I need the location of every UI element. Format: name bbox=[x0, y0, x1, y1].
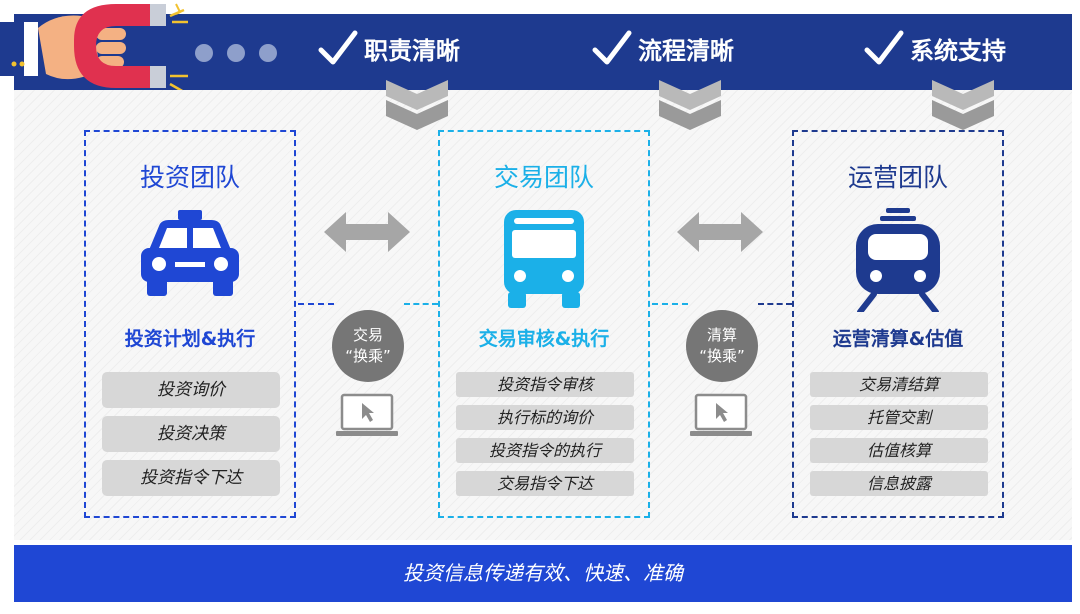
connector-line bbox=[298, 303, 334, 305]
badge-line: “换乘” bbox=[345, 347, 391, 365]
badge-line: 清算 bbox=[706, 326, 737, 344]
double-arrow-icon bbox=[677, 212, 763, 252]
task-item: 估值核算 bbox=[810, 438, 988, 463]
team-title: 投资团队 bbox=[139, 163, 240, 192]
double-arrow-icon bbox=[324, 212, 410, 252]
task-item: 交易清结算 bbox=[810, 372, 988, 397]
principle-label: 职责清晰 bbox=[364, 36, 460, 65]
task-list: 投资询价 投资决策 投资指令下达 bbox=[102, 372, 280, 504]
team-subtitle: 投资计划&执行 bbox=[124, 328, 256, 350]
team-title: 运营团队 bbox=[847, 163, 948, 192]
chevron-down-icon bbox=[386, 80, 448, 130]
top-banner bbox=[14, 14, 1072, 90]
magnet-hand-icon bbox=[0, 3, 188, 94]
task-item: 托管交割 bbox=[810, 405, 988, 430]
train-icon bbox=[856, 208, 940, 312]
task-list: 交易清结算 托管交割 估值核算 信息披露 bbox=[810, 372, 988, 504]
task-item: 信息披露 bbox=[810, 471, 988, 496]
task-item: 投资指令下达 bbox=[102, 460, 280, 496]
task-item: 投资决策 bbox=[102, 416, 280, 452]
transfer-badge-clearing: 清算 “换乘” bbox=[686, 310, 758, 382]
task-item: 投资指令的执行 bbox=[456, 438, 634, 463]
team-title: 交易团队 bbox=[493, 163, 594, 192]
team-operations: 运营团队 运营清算&估值 交易清结算 托管交割 估值核算 信息披露 bbox=[792, 130, 1004, 518]
principle-2: 流程清晰 bbox=[592, 30, 734, 66]
principle-1: 职责清晰 bbox=[318, 30, 460, 66]
team-subtitle: 交易审核&执行 bbox=[478, 328, 610, 350]
team-subtitle: 运营清算&估值 bbox=[832, 328, 964, 350]
transfer-badge-trade: 交易 “换乘” bbox=[332, 310, 404, 382]
dot bbox=[259, 44, 277, 62]
check-icon bbox=[864, 30, 904, 65]
dot bbox=[227, 44, 245, 62]
task-item: 投资指令审核 bbox=[456, 372, 634, 397]
task-item: 执行标的询价 bbox=[456, 405, 634, 430]
footer-banner: 投资信息传递有效、快速、准确 bbox=[14, 545, 1072, 602]
team-investment: 投资团队 投资计划&执行 投资询价 投资决策 投资指令下达 bbox=[84, 130, 296, 518]
taxi-icon bbox=[141, 210, 239, 296]
connector-line bbox=[652, 303, 688, 305]
check-icon bbox=[592, 30, 632, 65]
task-list: 投资指令审核 执行标的询价 投资指令的执行 交易指令下达 bbox=[456, 372, 634, 504]
dot bbox=[195, 44, 213, 62]
task-item: 交易指令下达 bbox=[456, 471, 634, 496]
laptop-icon bbox=[336, 393, 398, 436]
principle-label: 系统支持 bbox=[910, 36, 1006, 65]
team-trading: 交易团队 交易审核&执行 投资指令审核 执行标的询价 投资指令的执行 交易指令下… bbox=[438, 130, 650, 518]
chevron-down-icon bbox=[932, 80, 994, 130]
progress-dots bbox=[195, 44, 277, 62]
principle-3: 系统支持 bbox=[864, 30, 1006, 66]
badge-line: 交易 bbox=[352, 326, 383, 344]
bus-icon bbox=[504, 210, 584, 308]
chevron-down-icon bbox=[659, 80, 721, 130]
connector-line bbox=[758, 303, 792, 305]
check-icon bbox=[318, 30, 358, 65]
connector-line bbox=[404, 303, 438, 305]
task-item: 投资询价 bbox=[102, 372, 280, 408]
badge-line: “换乘” bbox=[699, 347, 745, 365]
principle-label: 流程清晰 bbox=[638, 36, 734, 65]
laptop-icon bbox=[690, 393, 752, 436]
